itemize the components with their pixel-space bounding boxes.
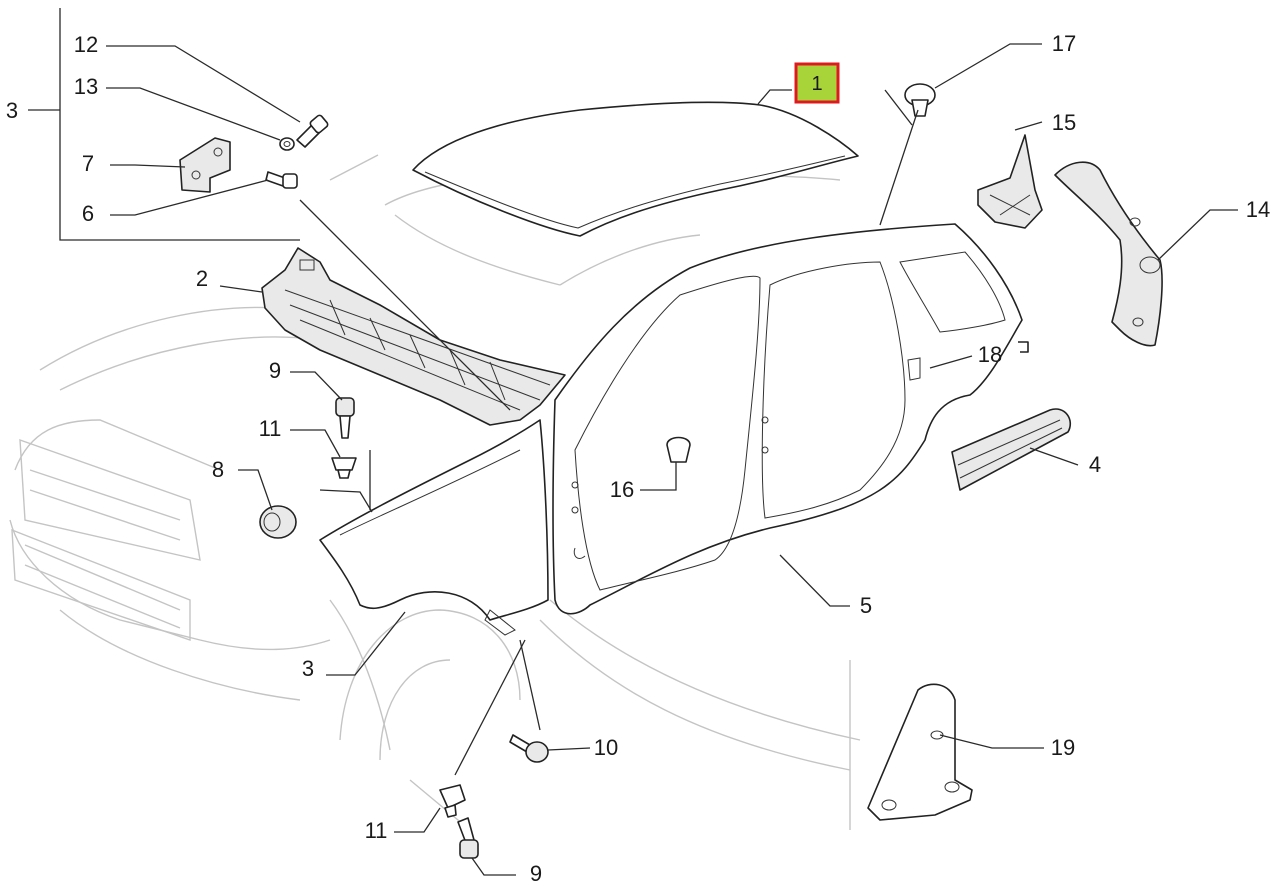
screw-9-lower[interactable] bbox=[457, 817, 479, 859]
callout-13[interactable]: 13 bbox=[74, 74, 98, 99]
callout-4[interactable]: 4 bbox=[1089, 452, 1101, 477]
callout-15[interactable]: 15 bbox=[1052, 110, 1076, 135]
selected-part-highlight[interactable] bbox=[794, 62, 840, 104]
front-fender[interactable] bbox=[319, 419, 549, 636]
screw-10[interactable] bbox=[509, 734, 549, 763]
callout-14[interactable]: 14 bbox=[1246, 197, 1270, 222]
callout-9-lower[interactable]: 9 bbox=[530, 861, 542, 886]
callout-18[interactable]: 18 bbox=[978, 342, 1002, 367]
roof-panel[interactable] bbox=[412, 101, 859, 237]
body-side-frame[interactable] bbox=[552, 223, 1023, 615]
rear-inner-pillar[interactable] bbox=[1054, 161, 1163, 347]
callout-2[interactable]: 2 bbox=[196, 266, 208, 291]
callout-3-top[interactable]: 3 bbox=[6, 98, 18, 123]
clip-18[interactable] bbox=[1018, 341, 1029, 353]
callout-9-upper[interactable]: 9 bbox=[269, 358, 281, 383]
callout-12[interactable]: 12 bbox=[74, 32, 98, 57]
washer-13[interactable] bbox=[279, 137, 295, 151]
leader-lines bbox=[28, 8, 1238, 876]
callout-17[interactable]: 17 bbox=[1052, 31, 1076, 56]
callout-labels: 1 2 3 3 4 5 6 7 8 9 9 10 11 11 12 13 14 … bbox=[6, 31, 1270, 886]
grommet-8[interactable] bbox=[259, 505, 297, 539]
clip-11-lower[interactable] bbox=[439, 784, 466, 818]
bolt-6[interactable] bbox=[265, 171, 298, 189]
clip-11-upper[interactable] bbox=[331, 457, 357, 479]
callout-11-upper[interactable]: 11 bbox=[259, 416, 282, 441]
push-clip-17[interactable] bbox=[904, 83, 936, 117]
callout-3-bottom[interactable]: 3 bbox=[302, 656, 314, 681]
callout-6[interactable]: 6 bbox=[82, 201, 94, 226]
sill-reinforcement[interactable] bbox=[951, 408, 1072, 491]
hinge-bracket[interactable] bbox=[867, 683, 973, 821]
plug-16[interactable] bbox=[666, 436, 691, 463]
callout-16[interactable]: 16 bbox=[610, 477, 634, 502]
callout-8[interactable]: 8 bbox=[212, 457, 224, 482]
callout-19[interactable]: 19 bbox=[1051, 735, 1075, 760]
callout-1[interactable]: 1 bbox=[811, 73, 822, 95]
screw-9-upper[interactable] bbox=[335, 397, 355, 439]
callout-11-lower[interactable]: 11 bbox=[365, 818, 388, 843]
callout-5[interactable]: 5 bbox=[860, 593, 872, 618]
bolt-12[interactable] bbox=[296, 114, 329, 148]
callout-7[interactable]: 7 bbox=[82, 151, 94, 176]
bracket-15[interactable] bbox=[977, 134, 1043, 229]
callout-10[interactable]: 10 bbox=[594, 735, 618, 760]
cowl-panel[interactable] bbox=[261, 247, 566, 426]
hinge-plate[interactable] bbox=[179, 137, 231, 193]
